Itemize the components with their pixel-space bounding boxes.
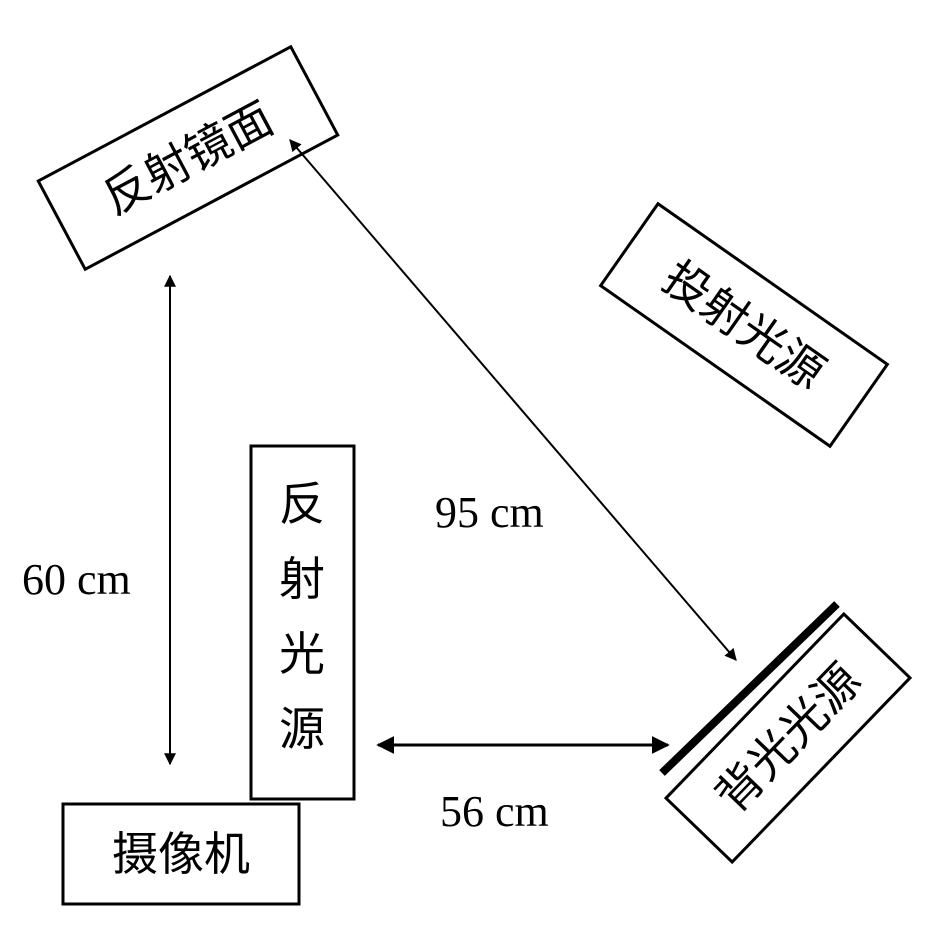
backlight-box: 背光光源	[663, 611, 913, 865]
projection-light-box: 投射光源	[598, 201, 890, 449]
diagonal-distance-arrow	[289, 139, 737, 661]
backlight-panel	[659, 601, 840, 776]
reflection-light-char: 射	[279, 552, 325, 606]
mirror-box: 反射镜面	[36, 44, 340, 272]
horizontal-distance-label: 56 cm	[440, 787, 549, 836]
diagonal-distance-label: 95 cm	[435, 488, 544, 537]
reflection-light-char: 光	[279, 627, 325, 681]
reflection-light-char: 反	[279, 477, 325, 531]
camera-box: 摄像机	[61, 802, 301, 906]
camera-label: 摄像机	[112, 827, 250, 881]
vertical-distance-label: 60 cm	[22, 555, 131, 604]
reflection-light-char: 源	[279, 702, 325, 756]
reflection-light-box: 反 射 光 源	[249, 444, 356, 801]
